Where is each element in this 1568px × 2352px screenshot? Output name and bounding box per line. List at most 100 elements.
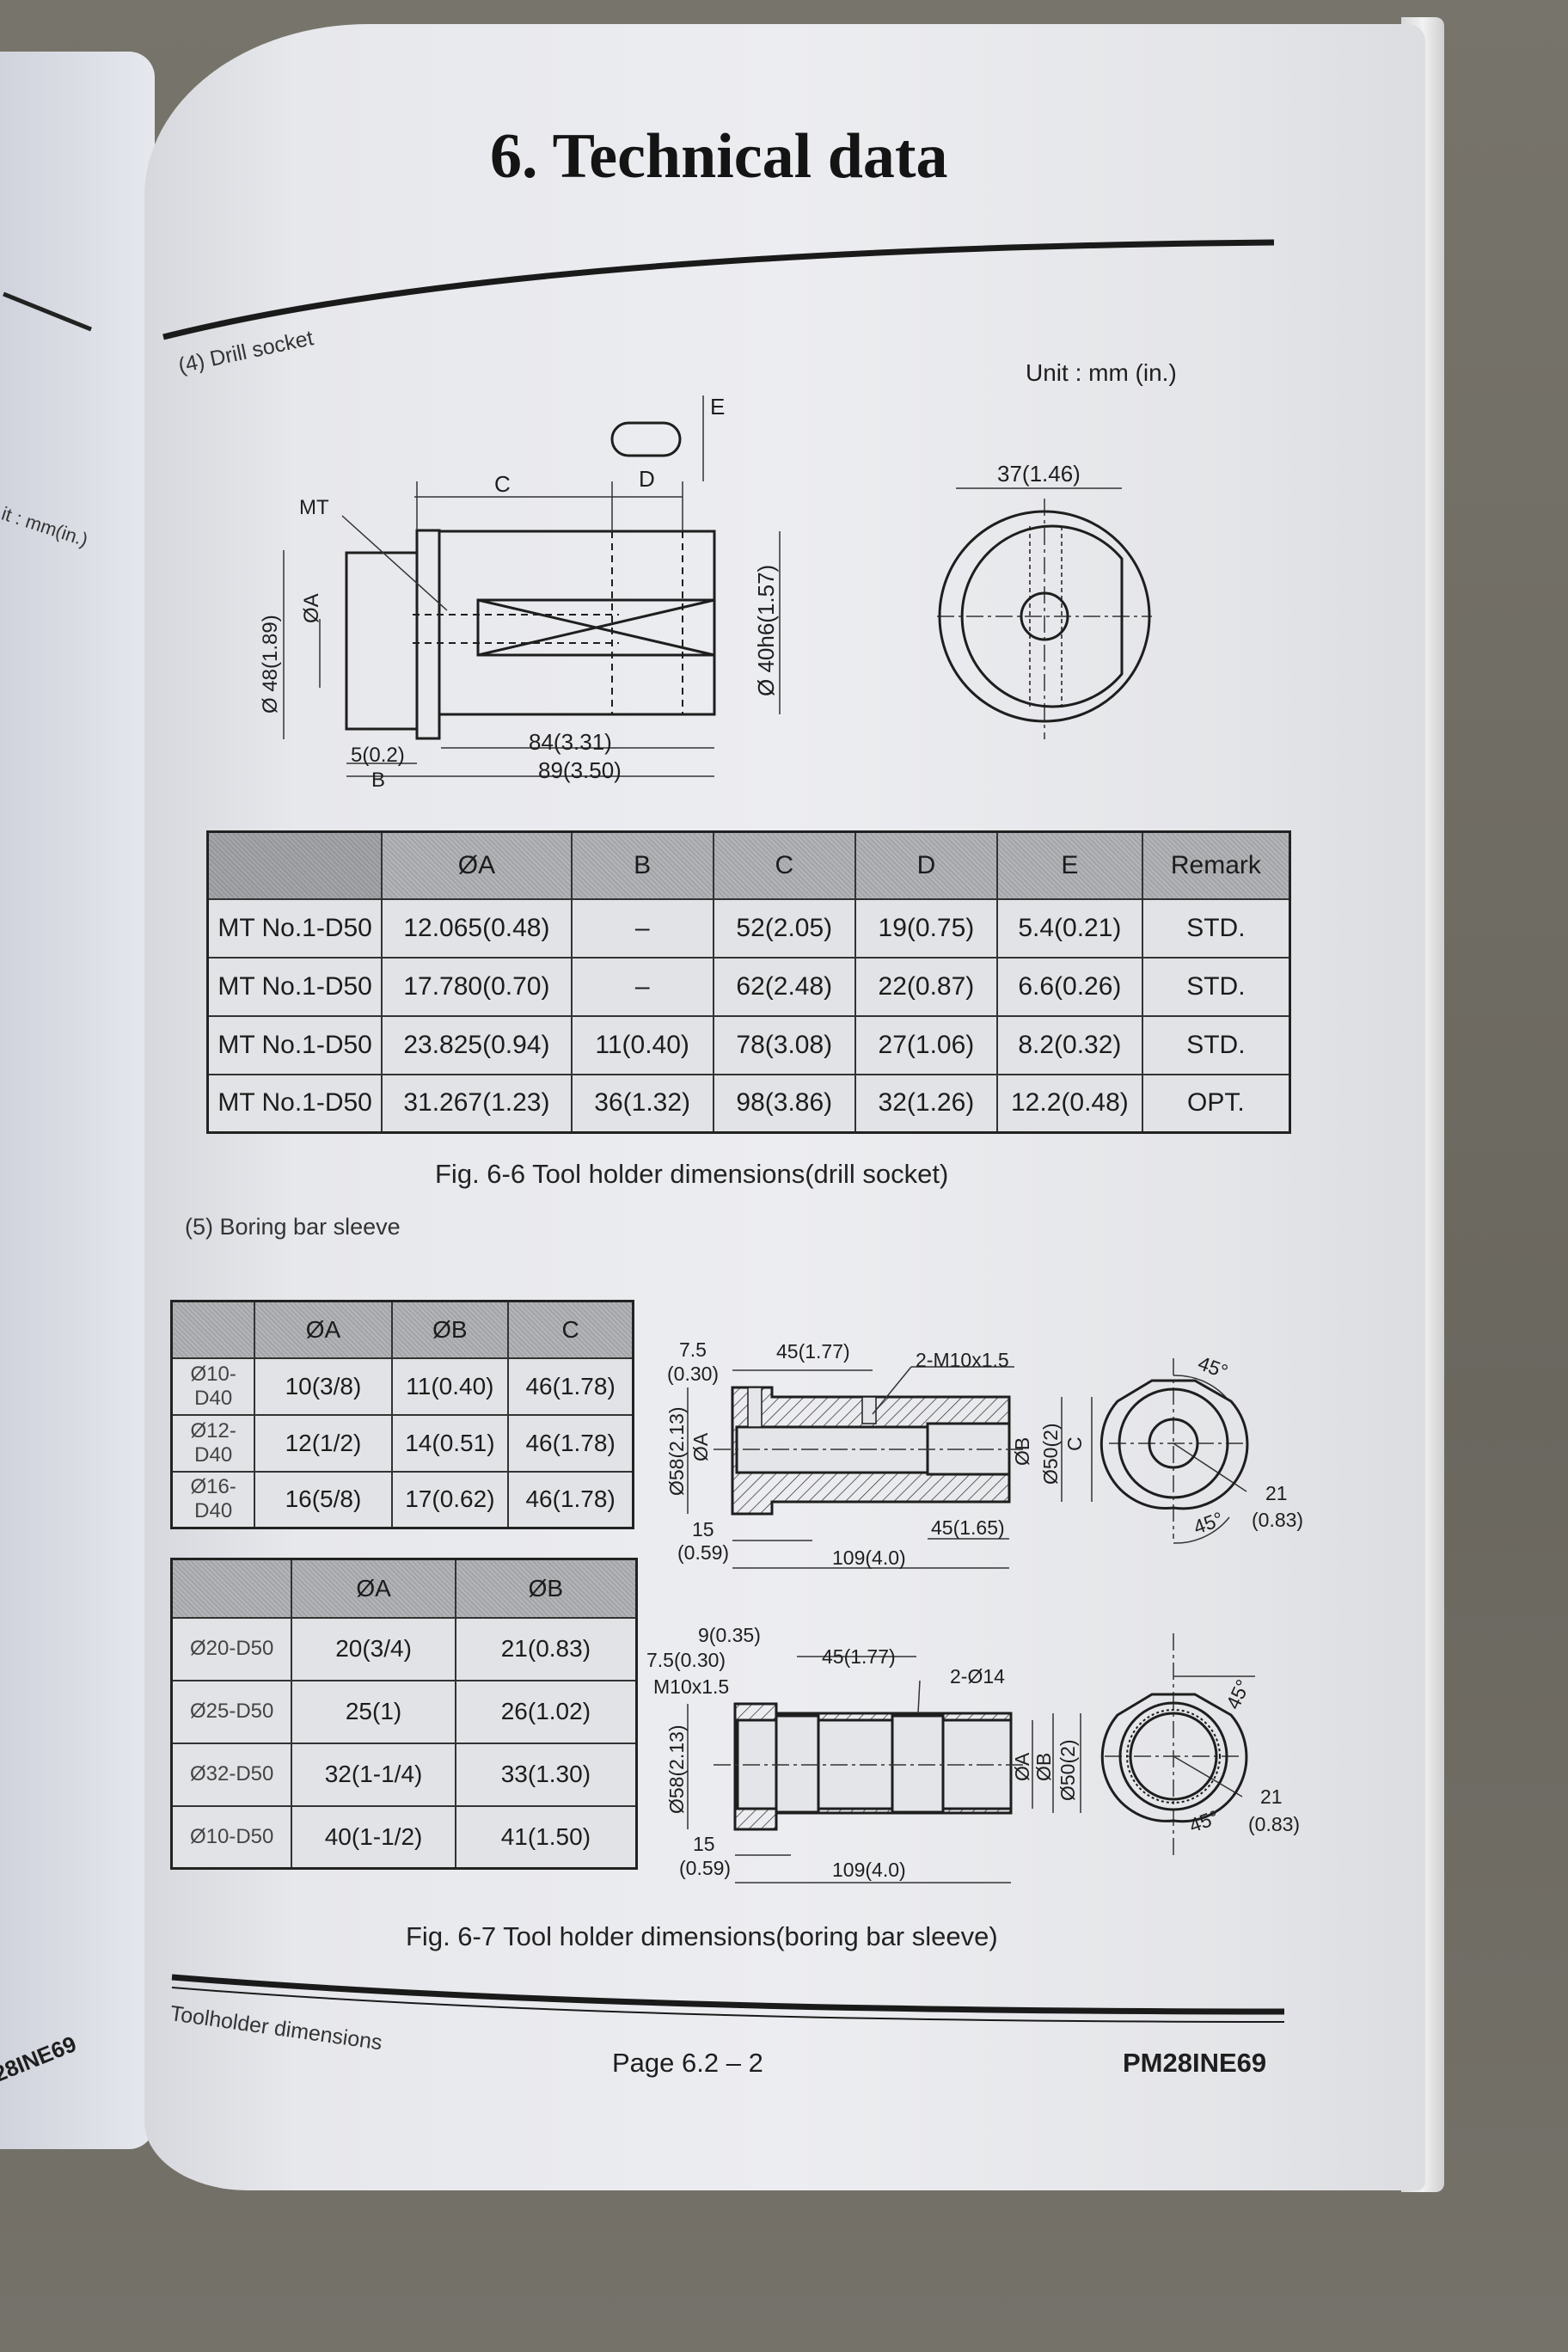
table-cell: 46(1.78) (507, 1357, 634, 1416)
column-header: ØA (291, 1558, 456, 1619)
table-cell: 16(5/8) (254, 1470, 393, 1529)
d50-angle-top: 45° (1222, 1676, 1254, 1713)
boring-bar-caption: Fig. 6-7 Tool holder dimensions(boring b… (406, 1921, 998, 1951)
column-header: C (712, 830, 856, 900)
table-cell: STD. (1141, 897, 1291, 959)
label-E: E (710, 394, 725, 420)
footer-rule-thin (171, 1987, 1285, 2023)
page-title: 6. Technical data (490, 121, 948, 192)
d40-dim-C: C (1063, 1436, 1086, 1451)
column-header: ØB (390, 1300, 510, 1359)
row-label: MT No.1-D50 (206, 1014, 383, 1075)
drill-socket-end-view (938, 510, 1151, 723)
d50-dim-7.5: 7.5(0.30) (646, 1649, 726, 1671)
label-5: 5(0.2) (351, 744, 405, 767)
d50-dim-9: 9(0.35) (698, 1624, 761, 1646)
d50-dim-15: 15 (693, 1833, 715, 1855)
d40-dim-109: 109(4.0) (832, 1547, 906, 1569)
doc-code: PM28INE69 (1123, 2048, 1267, 2078)
table-cell: STD. (1141, 956, 1291, 1017)
table-cell: 33(1.30) (454, 1742, 638, 1807)
column-header: ØA (254, 1300, 393, 1359)
column-header: ØA (381, 830, 573, 900)
d50-dim-21: 21 (1260, 1785, 1283, 1808)
table-cell: 8.2(0.32) (995, 1014, 1143, 1075)
d40-angle-bottom: 45° (1191, 1507, 1227, 1538)
d50-dim-45-1.77: 45(1.77) (822, 1645, 896, 1668)
label-phi48: Ø 48(1.89) (259, 615, 282, 714)
boring-bar-section-label: (5) Boring bar sleeve (185, 1214, 401, 1240)
left-page: it : mm(in.) 28INE69 (0, 52, 155, 2149)
d50-hole-label: 2-Ø14 (950, 1665, 1005, 1687)
d50-dim-phiA: ØA (1011, 1752, 1033, 1781)
table-cell: 31.267(1.23) (381, 1073, 573, 1134)
d40-dim-15: 15 (692, 1518, 714, 1540)
boring-bar-drawings: 7.5 (0.30) 45(1.77) 2-M10x1.5 Ø58(2.13) … (646, 1338, 1303, 1883)
page-number: Page 6.2 – 2 (612, 2048, 763, 2078)
label-D: D (639, 466, 655, 492)
d40-dim-0.83: (0.83) (1252, 1509, 1303, 1531)
d40-sleeve-section (731, 1386, 1011, 1516)
table-cell: 46(1.78) (507, 1470, 634, 1529)
table-cell: 22(0.87) (854, 956, 998, 1017)
table-cell: 6.6(0.26) (995, 956, 1143, 1017)
row-label: Ø12-D40 (170, 1413, 256, 1473)
row-label: Ø25-D50 (170, 1679, 293, 1744)
d40-angle-top: 45° (1195, 1351, 1231, 1382)
table-cell: 98(3.86) (712, 1073, 856, 1134)
row-label: MT No.1-D50 (206, 956, 383, 1017)
d40-dim-0.59: (0.59) (677, 1541, 729, 1564)
row-label: MT No.1-D50 (206, 1073, 383, 1134)
label-MT: MT (299, 496, 329, 519)
label-37: 37(1.46) (997, 461, 1081, 487)
table-cell: 52(2.05) (712, 897, 856, 959)
d50-dim-109: 109(4.0) (832, 1859, 906, 1881)
table-cell: 62(2.48) (712, 956, 856, 1017)
d40-dim-45-1.65: 45(1.65) (931, 1516, 1005, 1539)
table-cell: 12(1/2) (254, 1413, 393, 1473)
unit-label: Unit : mm (in.) (1026, 359, 1177, 386)
drill-socket-caption: Fig. 6-6 Tool holder dimensions(drill so… (435, 1159, 949, 1189)
table-cell: – (570, 897, 714, 959)
label-89: 89(3.50) (538, 757, 622, 783)
d50-dim-58: Ø58(2.13) (665, 1724, 688, 1814)
table-cell: 20(3/4) (291, 1616, 456, 1681)
d50-sleeve-section (733, 1702, 1013, 1831)
table-cell: 14(0.51) (390, 1413, 510, 1473)
d40-end-view (1099, 1379, 1249, 1510)
row-label: MT No.1-D50 (206, 897, 383, 959)
row-label: Ø10-D40 (170, 1357, 256, 1416)
d50-dim-0.59: (0.59) (679, 1857, 731, 1879)
table-cell: 46(1.78) (507, 1413, 634, 1473)
table-corner-cell (206, 830, 383, 900)
d40-dim-7.5: 7.5 (679, 1338, 707, 1361)
d50-thread-label: M10x1.5 (653, 1675, 729, 1698)
table-cell: 26(1.02) (454, 1679, 638, 1744)
d50-dim-50: Ø50(2) (1057, 1739, 1079, 1801)
drill-socket-drawing: E C D MT ØA Ø 48(1.89) Ø 40h6(1.57) 84(3… (259, 394, 1152, 792)
d40-thread-label: 2-M10x1.5 (916, 1349, 1009, 1371)
table-cell: 10(3/8) (254, 1357, 393, 1416)
table-cell: 12.065(0.48) (381, 897, 573, 959)
table-cell: 17.780(0.70) (381, 956, 573, 1017)
table-cell: 32(1-1/4) (291, 1742, 456, 1807)
table-cell: 5.4(0.21) (995, 897, 1143, 959)
table-corner-cell (170, 1558, 293, 1619)
label-C: C (494, 471, 511, 497)
table-cell: 41(1.50) (454, 1804, 638, 1870)
column-header: B (570, 830, 714, 900)
